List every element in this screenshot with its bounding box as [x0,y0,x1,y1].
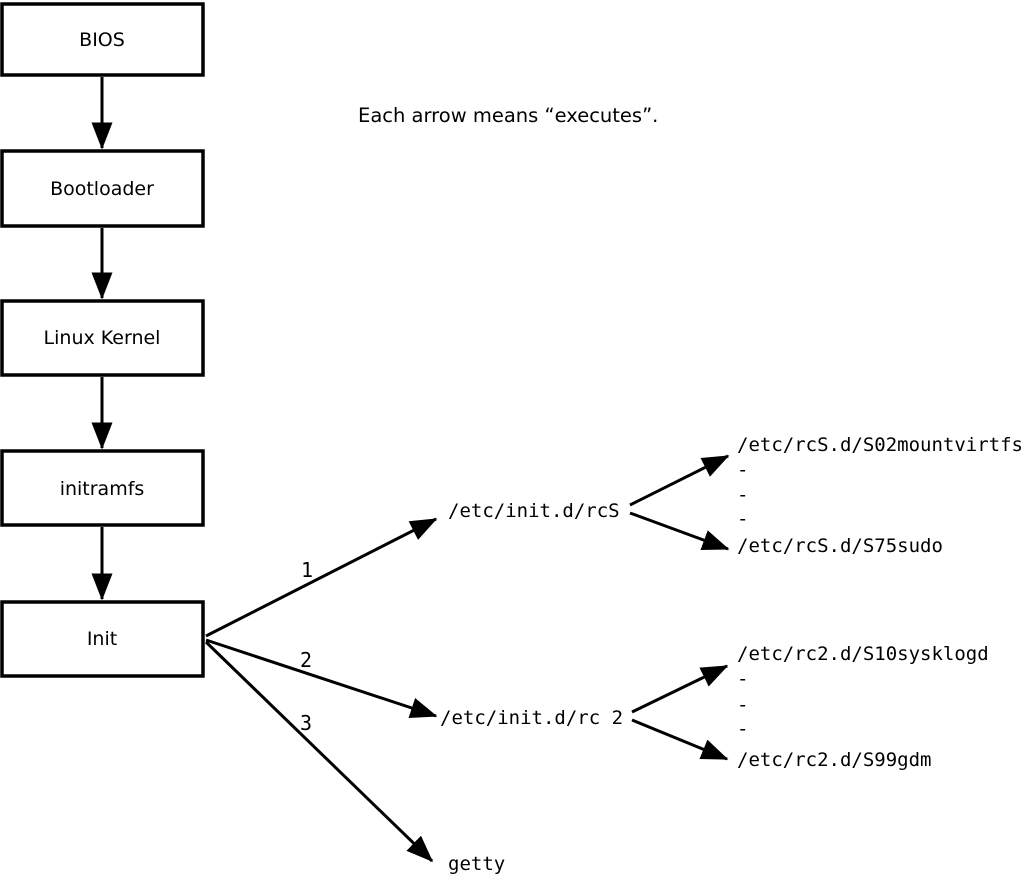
bootloader-box: Bootloader [0,149,205,228]
annotation-text: Each arrow means “executes”. [358,104,658,127]
rcs-script-list: /etc/rcS.d/S02mountvirtfs - - - /etc/rcS… [737,434,1023,557]
bios-box: BIOS [0,2,205,77]
arrow-rc2-to-first-script-icon [631,664,729,714]
arrow-init-to-getty-icon [204,640,434,863]
rcs-script-first: /etc/rcS.d/S02mountvirtfs [737,434,1023,456]
linux-kernel-box: Linux Kernel [0,299,205,377]
linux-kernel-box-rect [0,299,205,377]
init-box-rect [0,600,205,678]
rcs-script-last: /etc/rcS.d/S75sudo [737,535,943,557]
getty-node-label: getty [448,853,505,875]
arrow-rcs-to-first-script-icon [629,454,730,507]
rc2-script-first: /etc/rc2.d/S10sysklogd [737,643,989,665]
init-box: Init [0,600,205,678]
rc2-script-list: /etc/rc2.d/S10sysklogd - - - /etc/rc2.d/… [737,643,989,771]
edge-label-3: 3 [300,711,312,735]
rc2-node-label: /etc/init.d/rc 2 [440,707,623,729]
bootloader-box-label: Bootloader [50,178,154,200]
linux-kernel-box-label: Linux Kernel [44,327,161,349]
bios-box-rect [0,2,205,77]
bootloader-box-rect [0,149,205,228]
edge-label-2: 2 [300,648,312,672]
rc2-script-ellipsis-1: - [737,668,748,690]
edge-label-1: 1 [301,558,313,582]
rc2-script-ellipsis-3: - [737,718,748,740]
init-box-label: Init [87,628,117,650]
initramfs-box-rect [0,449,205,527]
rc2-script-last: /etc/rc2.d/S99gdm [737,749,931,771]
rcs-script-ellipsis-1: - [737,459,748,481]
arrow-rcs-to-last-script-icon [629,511,730,551]
rcs-node-label: /etc/init.d/rcS [448,500,620,522]
arrow-init-to-rcs-icon [205,517,438,638]
rcs-script-ellipsis-2: - [737,484,748,506]
arrow-init-to-rc2-icon [205,638,438,718]
bios-box-label: BIOS [79,29,125,51]
arrow-rc2-to-last-script-icon [631,718,729,761]
rcs-script-ellipsis-3: - [737,508,748,530]
initramfs-box-label: initramfs [60,478,145,500]
rc2-script-ellipsis-2: - [737,694,748,716]
initramfs-box: initramfs [0,449,205,527]
